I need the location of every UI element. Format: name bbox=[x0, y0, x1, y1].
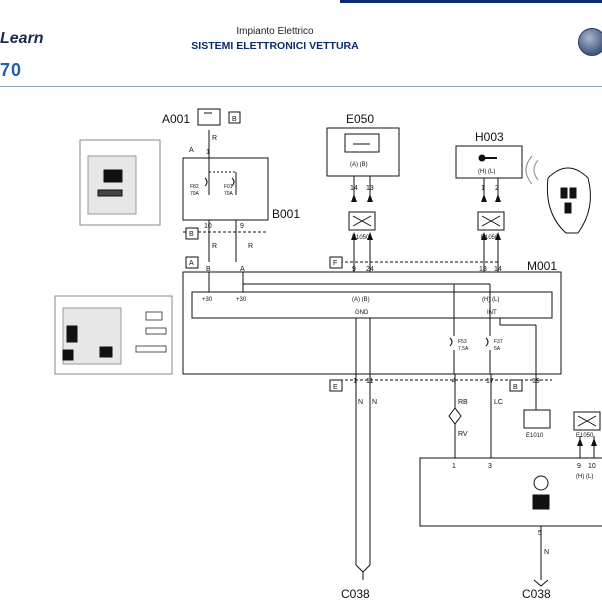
wire-n3: N bbox=[544, 549, 549, 556]
label-h003: H003 bbox=[475, 130, 504, 144]
header-subtitle: Impianto Elettrico bbox=[236, 26, 314, 37]
wire-r1: R bbox=[212, 135, 217, 142]
pin-n-3: 3 bbox=[488, 463, 492, 470]
pin-h003-m-13: 13 bbox=[479, 266, 487, 273]
pin-m001-a: A bbox=[240, 266, 245, 273]
fuse-f01: F01 bbox=[224, 184, 233, 190]
n-signal-hl: (H) (L) bbox=[576, 474, 593, 480]
header-title: SISTEMI ELETTRONICI VETTURA bbox=[191, 40, 359, 52]
label-b001: B001 bbox=[272, 207, 300, 221]
m001-plus30-a: +30 bbox=[202, 297, 213, 303]
fuse-f01-amp: 70A bbox=[224, 191, 234, 197]
label-m001: M001 bbox=[527, 259, 557, 273]
pin-m-17: 17 bbox=[486, 378, 494, 385]
pin-n-9: 9 bbox=[577, 463, 581, 470]
e050-signal-ab: (A) (B) bbox=[350, 162, 368, 168]
wire-r2: R bbox=[212, 243, 217, 250]
label-e1050-mid: E1050 bbox=[481, 235, 499, 241]
tag-b: B bbox=[189, 231, 194, 238]
wire-lc: LC bbox=[494, 399, 503, 406]
m001-int: INT bbox=[487, 310, 497, 316]
pin-b001-top: 1 bbox=[206, 149, 210, 156]
wire-n1: N bbox=[358, 399, 363, 406]
label-e1050-left: E1050 bbox=[352, 235, 370, 241]
label-a001: A001 bbox=[162, 112, 190, 126]
pin-e050-14: 14 bbox=[350, 185, 358, 192]
tag-f: F bbox=[333, 260, 337, 267]
pin-m-11: 11 bbox=[366, 378, 373, 385]
m001-signal-hl: (H) (L) bbox=[482, 297, 499, 303]
pin-m-19: 19 bbox=[532, 378, 540, 385]
h003-immobilizer-antenna bbox=[455, 145, 523, 179]
pin-h003-1: 1 bbox=[481, 185, 485, 192]
label-c038-right: C038 bbox=[522, 587, 551, 601]
page-header: Learn 70 Impianto Elettrico SISTEMI ELET… bbox=[0, 0, 602, 87]
pin-n-1: 1 bbox=[452, 463, 456, 470]
pin-b001-bl: 10 bbox=[204, 223, 212, 230]
fuse-f37-amp: 5A bbox=[494, 346, 501, 352]
pin-m-1: 1 bbox=[353, 378, 357, 385]
fuse-f53: F53 bbox=[458, 339, 467, 345]
wire-rb: RB bbox=[458, 399, 468, 406]
brand-emblem-icon bbox=[578, 28, 602, 56]
header-top-rule bbox=[340, 0, 602, 3]
pin-e050-m-24: 24 bbox=[366, 266, 374, 273]
pin-e050-13: 13 bbox=[366, 185, 374, 192]
logo-text: Learn bbox=[0, 30, 44, 47]
m001-locator-thumbnail bbox=[54, 295, 173, 375]
wire-n2: N bbox=[372, 399, 377, 406]
m001-gnd: GND bbox=[355, 310, 369, 316]
m001-body-computer bbox=[182, 271, 562, 375]
pin-n-10: 10 bbox=[588, 463, 596, 470]
tag-a001-b: B bbox=[232, 116, 237, 123]
label-c038-left: C038 bbox=[341, 587, 370, 601]
m001-plus30-b: +30 bbox=[236, 297, 247, 303]
b001-locator-thumbnail bbox=[79, 139, 161, 226]
fuse-f53-amp: 7,5A bbox=[458, 346, 469, 352]
pin-e050-m-9: 9 bbox=[352, 266, 356, 273]
fuse-f82-amp: 70A bbox=[190, 191, 200, 197]
pin-n-5: 5 bbox=[538, 530, 542, 537]
wire-rv: RV bbox=[458, 431, 468, 438]
pin-m-4: 4 bbox=[452, 378, 456, 385]
m001-signal-ab: (A) (B) bbox=[352, 297, 370, 303]
pin-h003-2: 2 bbox=[495, 185, 499, 192]
b001-fuse-box bbox=[182, 157, 269, 221]
tag-e: E bbox=[333, 384, 338, 391]
model-number: 70 bbox=[0, 60, 23, 80]
wire-r3: R bbox=[248, 243, 253, 250]
fuse-f37: F37 bbox=[494, 339, 503, 345]
label-e050: E050 bbox=[346, 112, 374, 126]
tag-a2: A bbox=[189, 260, 194, 267]
a001-battery-icon bbox=[197, 108, 221, 126]
pin-m001-b: B bbox=[206, 266, 211, 273]
label-e1010: E1010 bbox=[526, 433, 544, 439]
header-divider bbox=[0, 86, 602, 87]
label-e1050-right: E1050 bbox=[576, 433, 594, 439]
tag-b2: B bbox=[513, 384, 518, 391]
fuse-f82: F82 bbox=[190, 184, 199, 190]
pin-b001-br: 9 bbox=[240, 223, 244, 230]
key-fob-icon bbox=[546, 167, 591, 234]
e1010-ground-box bbox=[523, 409, 551, 429]
immobilizer-module bbox=[419, 457, 602, 527]
tag-a: A bbox=[189, 147, 194, 154]
pin-h003-m-14: 14 bbox=[494, 266, 502, 273]
h003-signal-hl: (H) (L) bbox=[478, 169, 495, 175]
